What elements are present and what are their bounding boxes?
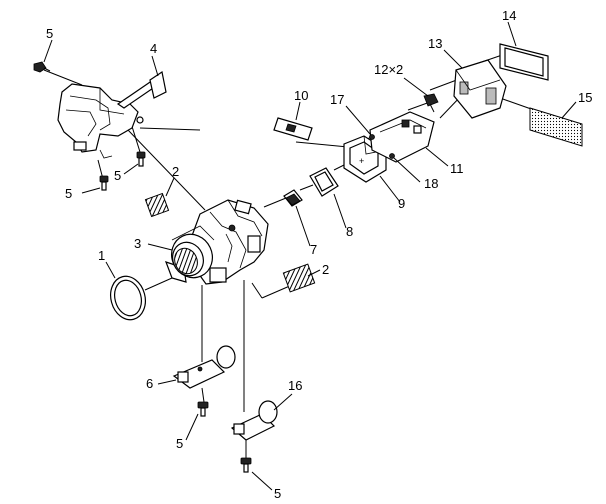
plate-part-10	[273, 117, 313, 141]
cover-part-13	[453, 59, 507, 119]
svg-text:+: +	[359, 156, 364, 166]
screw-5e-icon	[240, 457, 252, 473]
screw-5a-icon	[33, 61, 51, 73]
callout-5e: 5	[274, 486, 281, 501]
callout-8: 8	[346, 224, 353, 239]
screw-5b-icon	[136, 151, 146, 167]
callout-5b: 5	[114, 168, 121, 183]
pad-part-2a	[144, 192, 170, 218]
screw-5d-icon	[197, 401, 209, 417]
callout-3: 3	[134, 236, 141, 251]
callout-2a: 2	[172, 164, 179, 179]
callout-5a: 5	[46, 26, 53, 41]
lens-barrel-part-3	[171, 225, 215, 279]
callout-11: 11	[450, 161, 464, 176]
gasket-part-8	[309, 167, 339, 197]
screw-part-12-icon	[423, 93, 439, 113]
callout-7: 7	[310, 242, 317, 257]
filter-part-7	[283, 189, 303, 207]
callout-6: 6	[146, 376, 153, 391]
motor-part-16	[230, 400, 278, 441]
screw-part-18-icon	[389, 153, 395, 159]
screw-part-17-icon	[369, 134, 375, 140]
callout-labels: 5 4 5 5 2 3 1 10 17 12×2 13 14 15 11 18 …	[46, 8, 592, 501]
callout-2b: 2	[322, 262, 329, 277]
callout-10: 10	[294, 88, 308, 103]
callout-12x2: 12×2	[374, 62, 403, 77]
callout-9: 9	[398, 196, 405, 211]
callout-4: 4	[150, 41, 157, 56]
sheet-part-14	[499, 43, 549, 81]
screw-5c-icon	[99, 175, 109, 191]
ring-part-1	[110, 275, 146, 321]
callout-leaders	[43, 21, 577, 491]
callout-17: 17	[330, 92, 344, 107]
callout-1: 1	[98, 248, 105, 263]
callout-15: 15	[578, 90, 592, 105]
pad-part-2b	[282, 263, 316, 293]
board-part-11	[369, 111, 435, 163]
callout-16: 16	[288, 378, 302, 393]
callout-18: 18	[424, 176, 438, 191]
callout-13: 13	[428, 36, 442, 51]
motor-part-6	[172, 345, 236, 389]
callout-5d: 5	[176, 436, 183, 451]
bracket-part-4	[57, 71, 167, 159]
label-part-15	[529, 107, 583, 147]
callout-5c: 5	[65, 186, 72, 201]
callout-14: 14	[502, 8, 516, 23]
